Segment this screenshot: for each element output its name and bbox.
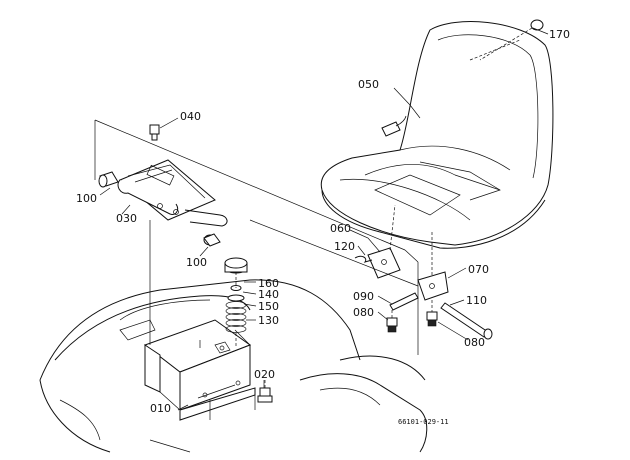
label-030: 030 <box>116 212 137 225</box>
assembly-reference-lines <box>94 119 419 420</box>
label-110: 110 <box>466 294 487 307</box>
label-070: 070 <box>468 263 489 276</box>
knob-170 <box>479 19 544 61</box>
label-150: 150 <box>258 300 279 313</box>
tractor-body-outline <box>39 279 428 453</box>
seat-bracket-060 <box>367 204 401 279</box>
label-100-right: 100 <box>186 256 207 269</box>
label-170: 170 <box>549 28 570 41</box>
rod-110 <box>440 302 493 340</box>
leader-lines <box>99 27 549 411</box>
label-160: 160 <box>258 277 279 290</box>
bolt-100-right <box>203 233 221 247</box>
nut-020 <box>257 380 273 403</box>
seat-bracket-070 <box>417 230 449 301</box>
label-100-left: 100 <box>76 192 97 205</box>
nut-080-right <box>426 300 438 327</box>
pin-120 <box>354 255 373 263</box>
label-010: 010 <box>150 402 171 415</box>
label-050: 050 <box>358 78 379 91</box>
bolt-040 <box>149 124 160 141</box>
label-080-left: 080 <box>353 306 374 319</box>
figure-code: 66101-029-11 <box>398 418 449 426</box>
label-140: 140 <box>258 288 279 301</box>
label-120: 120 <box>334 240 355 253</box>
label-040: 040 <box>180 110 201 123</box>
label-060: 060 <box>330 222 351 235</box>
suspension-spring-assembly <box>224 257 248 348</box>
seat-mount-bracket <box>143 319 256 421</box>
label-080-right: 080 <box>464 336 485 349</box>
label-130: 130 <box>258 314 279 327</box>
bolt-100-left <box>98 171 119 188</box>
pin-090 <box>389 292 419 311</box>
seat-slide-rail <box>117 159 228 227</box>
label-090: 090 <box>353 290 374 303</box>
seat <box>320 21 554 249</box>
label-020: 020 <box>254 368 275 381</box>
nut-080-left <box>386 310 398 333</box>
